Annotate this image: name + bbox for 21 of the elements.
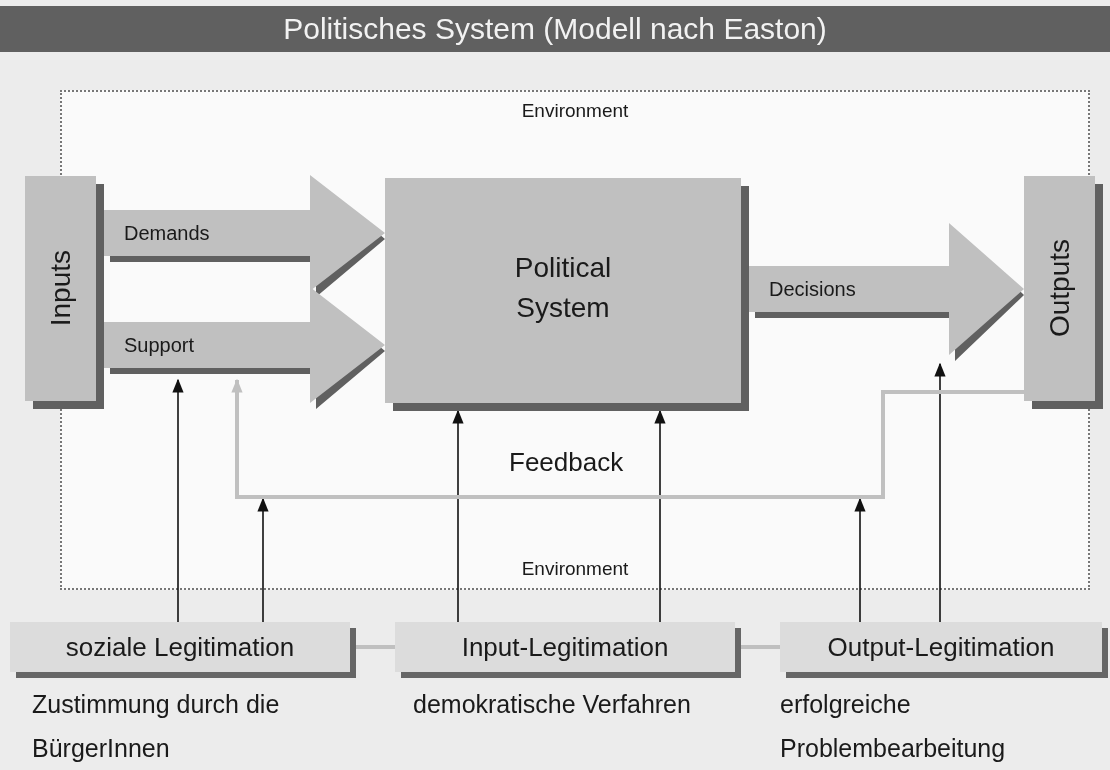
environment-label: Environment xyxy=(521,558,629,580)
box-label: Outputs xyxy=(1043,239,1076,338)
arrow-label: Demands xyxy=(124,221,210,245)
description-text: demokratische Verfahren xyxy=(413,689,692,720)
box-label: Inputs xyxy=(44,250,77,327)
arrow-label: Decisions xyxy=(769,277,856,301)
connector-line xyxy=(741,645,780,649)
arrow xyxy=(854,497,866,623)
environment-label: Environment xyxy=(521,100,629,122)
arrow xyxy=(452,409,464,623)
feedback-arrow xyxy=(231,378,1024,499)
arrow xyxy=(257,497,269,623)
arrow xyxy=(934,362,946,623)
arrow-label: Support xyxy=(124,333,195,357)
arrow xyxy=(172,378,184,623)
title-bar: Politisches System (Modell nach Easton) xyxy=(0,6,1110,52)
box-label: Political System xyxy=(513,250,613,325)
arrow xyxy=(654,409,666,623)
description-text: Zustimmung durch die BürgerInnen xyxy=(32,689,281,764)
description-text: erfolgreiche Problembearbeitung xyxy=(780,689,1007,764)
connector-line xyxy=(356,645,395,649)
